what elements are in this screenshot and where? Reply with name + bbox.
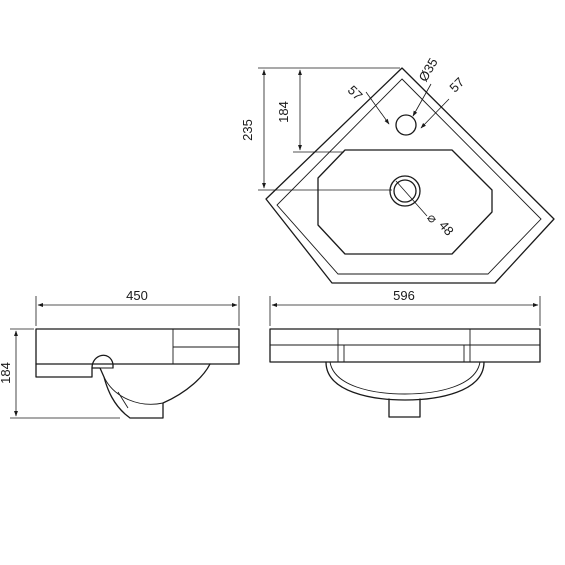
side-view: 450 184 xyxy=(0,288,240,419)
dim-label-450: 450 xyxy=(126,288,148,303)
front-bowl xyxy=(325,361,485,401)
dim-label-57-left: 57 xyxy=(345,82,366,103)
top-outline-inner xyxy=(276,78,542,275)
dim-line-57-right xyxy=(420,98,450,129)
dim-label-235: 235 xyxy=(240,119,255,141)
dim-line-d48 xyxy=(395,180,428,217)
side-overflow-hole xyxy=(91,354,114,369)
dim-label-d35: Ø35 xyxy=(415,55,440,84)
waste-inner-icon xyxy=(393,179,417,203)
front-slab xyxy=(269,328,541,363)
dim-label-184-top: 184 xyxy=(276,101,291,123)
side-bowl-body xyxy=(35,363,211,419)
dim-label-184-side: 184 xyxy=(0,362,13,384)
top-outline-outer xyxy=(265,67,555,284)
waste-outer-icon xyxy=(389,175,421,207)
bowl-outline xyxy=(317,149,493,255)
dim-label-d48-symbol: ⌀ xyxy=(424,210,441,226)
top-view: 235 184 57 57 Ø35 ⌀ 48 xyxy=(240,55,555,284)
side-slab xyxy=(35,328,240,365)
front-view: 596 xyxy=(269,288,541,418)
dim-label-596: 596 xyxy=(393,288,415,303)
dim-label-d48: 48 xyxy=(436,218,457,239)
dim-label-57-right: 57 xyxy=(446,74,467,95)
dim-line-d35 xyxy=(412,83,432,117)
tap-hole-icon xyxy=(395,114,417,136)
dim-line-57-left xyxy=(365,91,390,125)
front-waste-pipe xyxy=(388,398,421,418)
